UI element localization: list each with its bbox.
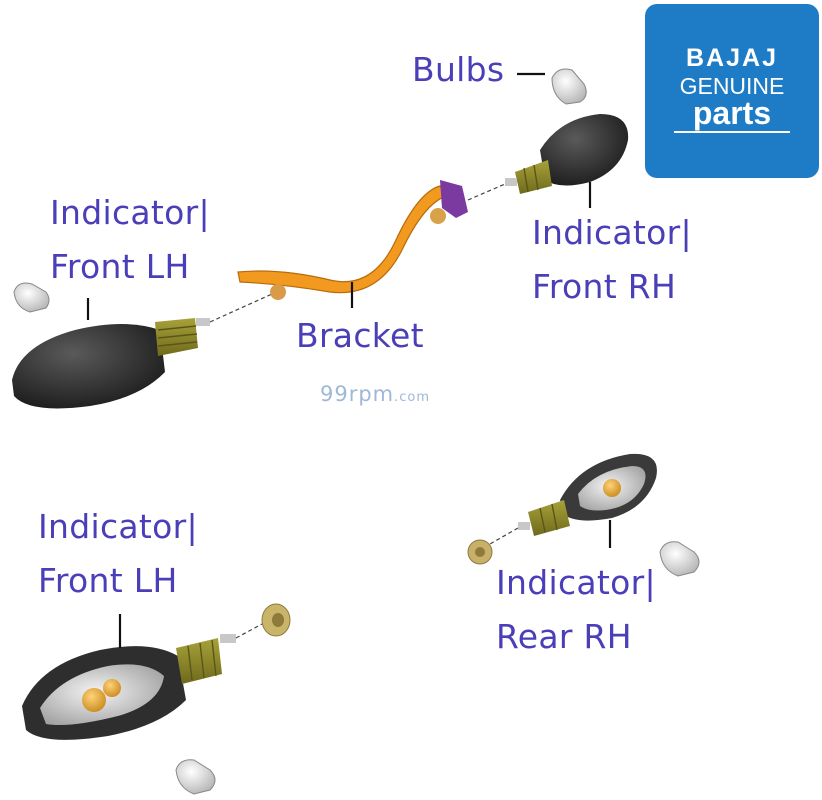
indicator-rear-rh xyxy=(489,453,657,545)
nut-rear-rh xyxy=(467,539,493,565)
bulb-top-right xyxy=(551,68,587,105)
label-indicator-rear-rh-line1: Indicator| xyxy=(496,563,656,602)
label-indicator-front-lh-top-line2: Front LH xyxy=(50,247,190,286)
logo-underline xyxy=(674,131,790,133)
label-bulbs: Bulbs xyxy=(412,50,505,89)
bulb-bottom xyxy=(175,759,216,795)
label-indicator-front-lh-top-line1: Indicator| xyxy=(50,193,210,232)
watermark-suffix: .com xyxy=(394,390,431,405)
label-indicator-front-lh-bottom-line1: Indicator| xyxy=(38,507,198,546)
leader-lines xyxy=(86,72,612,648)
nut-front-lh-bottom xyxy=(261,603,291,637)
bajaj-genuine-parts-logo: BAJAJ GENUINE parts xyxy=(645,4,819,178)
bulb-middle-right xyxy=(659,541,700,577)
indicator-front-lh-bottom xyxy=(22,623,263,740)
watermark-main: 99rpm xyxy=(320,382,395,406)
label-indicator-front-lh-bottom-line2: Front LH xyxy=(38,561,178,600)
indicator-front-lh-top xyxy=(12,293,273,409)
bulb-top-left xyxy=(13,282,50,313)
label-indicator-front-rh-line1: Indicator| xyxy=(532,213,692,252)
logo-genuine: GENUINE xyxy=(679,73,785,99)
label-indicator-front-rh-line2: Front RH xyxy=(532,267,677,306)
label-indicator-rear-rh-line2: Rear RH xyxy=(496,617,632,656)
logo-parts: parts xyxy=(692,95,772,131)
label-bracket: Bracket xyxy=(296,316,424,355)
logo-brand: BAJAJ xyxy=(686,44,778,72)
watermark: 99rpm.com xyxy=(320,382,430,406)
bracket xyxy=(237,180,506,300)
indicator-front-rh xyxy=(505,114,629,194)
